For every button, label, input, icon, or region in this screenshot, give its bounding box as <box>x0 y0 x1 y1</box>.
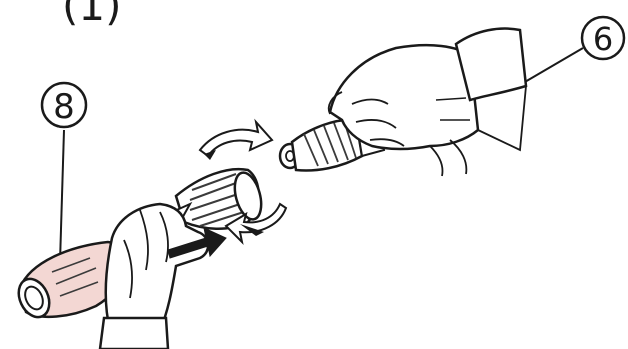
callout-6: 6 <box>518 17 624 86</box>
callout-6-leader <box>518 48 583 86</box>
callout-6-label: 6 <box>593 20 613 58</box>
left-cuff <box>100 318 168 349</box>
step-label: (1) <box>62 0 122 30</box>
callout-8-label: 8 <box>53 87 75 127</box>
left-rotate-arrow-icon <box>200 122 272 160</box>
callout-8: 8 <box>42 83 86 262</box>
callout-8-leader <box>60 130 64 262</box>
right-cuff <box>456 29 526 100</box>
